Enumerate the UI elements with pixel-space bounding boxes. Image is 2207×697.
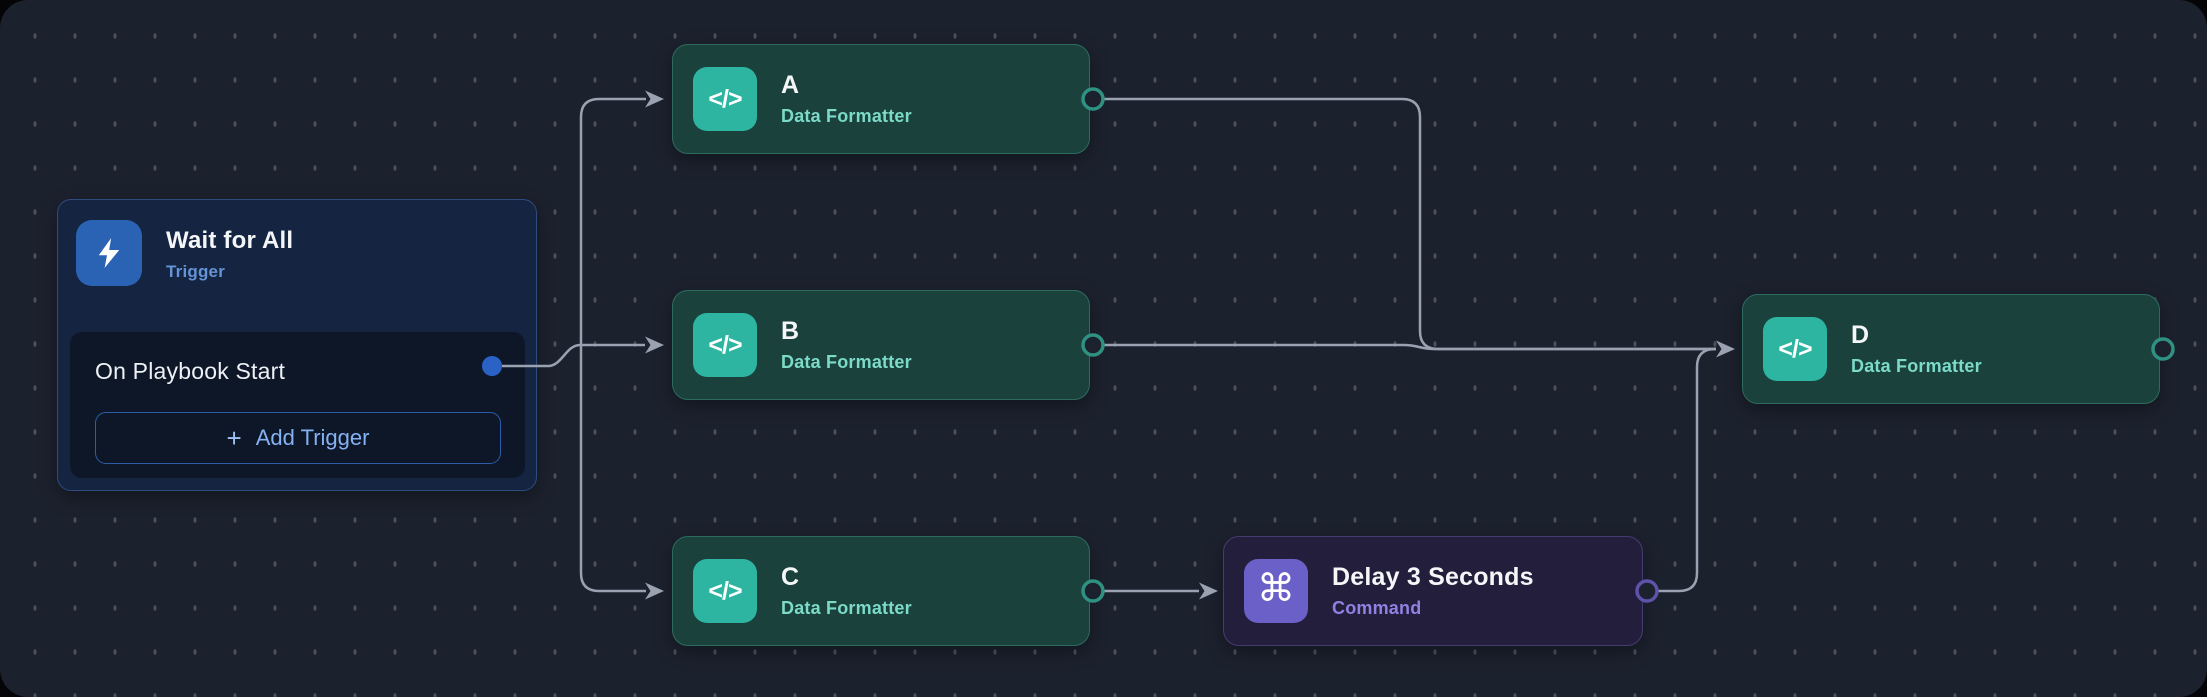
node-title: C — [781, 563, 800, 591]
trigger-node-header: Wait for All Trigger — [58, 200, 536, 286]
node-type-label: Command — [1332, 598, 1422, 618]
edge-a-to-d — [1104, 97, 1716, 351]
trigger-event-on-playbook-start[interactable]: On Playbook Start — [95, 358, 286, 384]
node-title: D — [1851, 321, 1870, 349]
plus-icon: + — [226, 423, 242, 453]
node-title: Wait for All — [166, 226, 294, 254]
add-trigger-button[interactable]: + Add Trigger — [95, 412, 501, 464]
command-icon: ⌘ — [1244, 559, 1308, 623]
node-c[interactable]: </> C Data Formatter — [672, 536, 1090, 646]
node-type-label: Data Formatter — [781, 352, 912, 372]
node-type-label: Data Formatter — [781, 598, 912, 618]
node-type-label: Trigger — [166, 261, 226, 281]
node-b[interactable]: </> B Data Formatter — [672, 290, 1090, 400]
node-a[interactable]: </> A Data Formatter — [672, 44, 1090, 154]
arrowhead-into-d — [1716, 340, 1735, 358]
arrowhead-into-delay — [1199, 582, 1218, 600]
edge-b-to-d — [1104, 343, 1716, 351]
trigger-events-panel: On Playbook Start + Add Trigger — [70, 332, 525, 478]
node-title: Delay 3 Seconds — [1332, 563, 1534, 591]
node-title: A — [781, 71, 800, 99]
code-icon: </> — [693, 559, 757, 623]
arrowhead-into-a — [645, 90, 664, 108]
node-delay-3-seconds[interactable]: ⌘ Delay 3 Seconds Command — [1223, 536, 1643, 646]
node-type-label: Data Formatter — [1851, 356, 1982, 376]
arrowhead-into-c — [645, 582, 664, 600]
lightning-icon — [76, 220, 142, 286]
arrowhead-into-b — [645, 336, 664, 354]
code-icon: </> — [1763, 317, 1827, 381]
edge-delay-to-d — [1658, 347, 1716, 593]
node-d[interactable]: </> D Data Formatter — [1742, 294, 2160, 404]
node-wait-for-all[interactable]: Wait for All Trigger On Playbook Start +… — [57, 199, 537, 491]
node-type-label: Data Formatter — [781, 106, 912, 126]
code-icon: </> — [693, 67, 757, 131]
edge-trigger-to-a-and-c — [579, 97, 646, 593]
add-trigger-label: Add Trigger — [255, 425, 370, 450]
code-icon: </> — [693, 313, 757, 377]
node-title: B — [781, 317, 800, 345]
